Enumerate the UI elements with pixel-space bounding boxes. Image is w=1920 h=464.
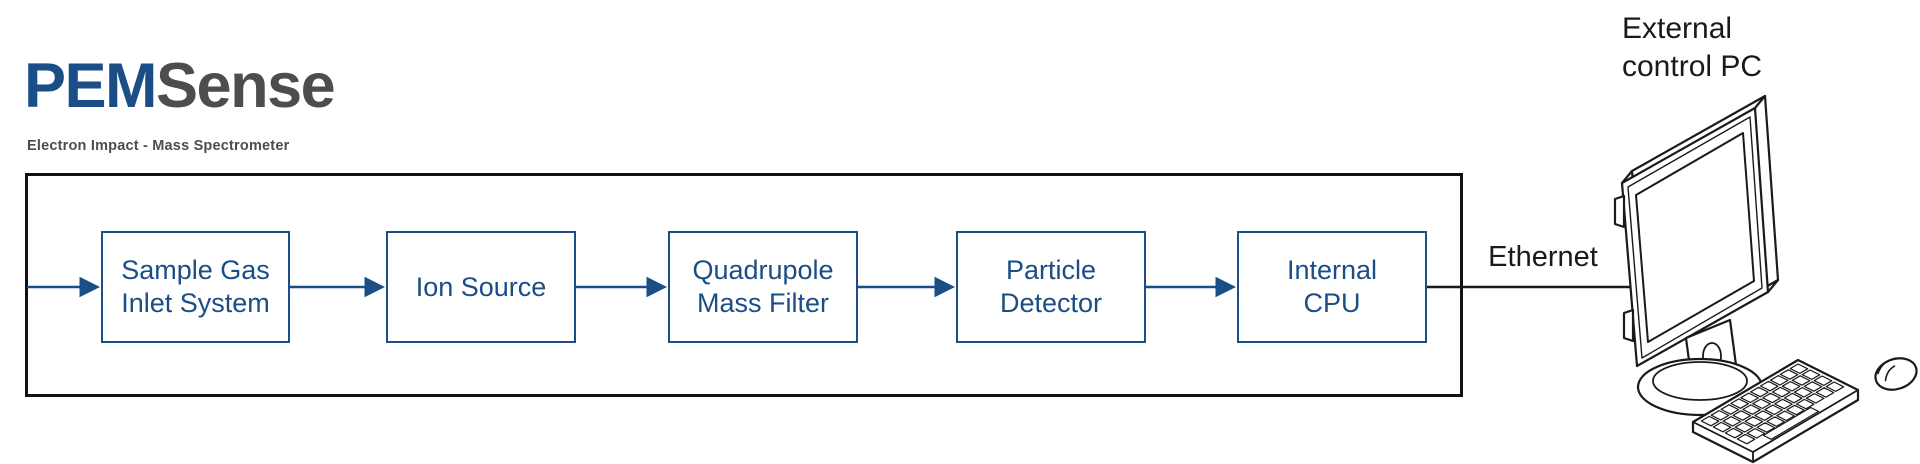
brand-tagline: Electron Impact - Mass Spectrometer xyxy=(27,138,290,154)
external-pc-label: External control PC xyxy=(1622,12,1763,83)
box-label-line: Ion Source xyxy=(415,271,547,302)
brand-name-primary: PEM xyxy=(24,51,158,121)
box-label-line: Particle xyxy=(1005,255,1097,285)
diagram-box-sample-gas-inlet-system: Sample Gas Inlet System xyxy=(101,231,290,343)
keyboard-keys xyxy=(1700,363,1845,445)
box-label-line: Inlet System xyxy=(121,288,270,318)
keyboard-spacebar xyxy=(1762,406,1820,440)
diagram-box-ion-source: Ion Source xyxy=(386,231,576,343)
enclosure-outline xyxy=(25,173,1463,397)
monitor-icon xyxy=(1613,94,1780,417)
box-label-line: Mass Filter xyxy=(696,288,829,318)
diagram-box-quadrupole-mass-filter: Quadrupole Mass Filter xyxy=(668,231,858,343)
box-label-line: CPU xyxy=(1303,288,1361,318)
brand-logo: PEMSense xyxy=(24,55,336,118)
diagram-box-internal-cpu: Internal CPU xyxy=(1237,231,1427,343)
box-label-line: Detector xyxy=(999,288,1103,318)
box-label-line: Internal xyxy=(1286,255,1378,285)
keyboard-icon xyxy=(1691,358,1860,464)
ethernet-label: Ethernet xyxy=(1488,241,1598,273)
brand-name-secondary: Sense xyxy=(156,51,336,121)
box-label-line: Quadrupole xyxy=(692,255,834,285)
mouse-icon xyxy=(1874,357,1918,391)
diagram-box-particle-detector: Particle Detector xyxy=(956,231,1146,343)
box-label-line: Sample Gas xyxy=(121,255,270,285)
